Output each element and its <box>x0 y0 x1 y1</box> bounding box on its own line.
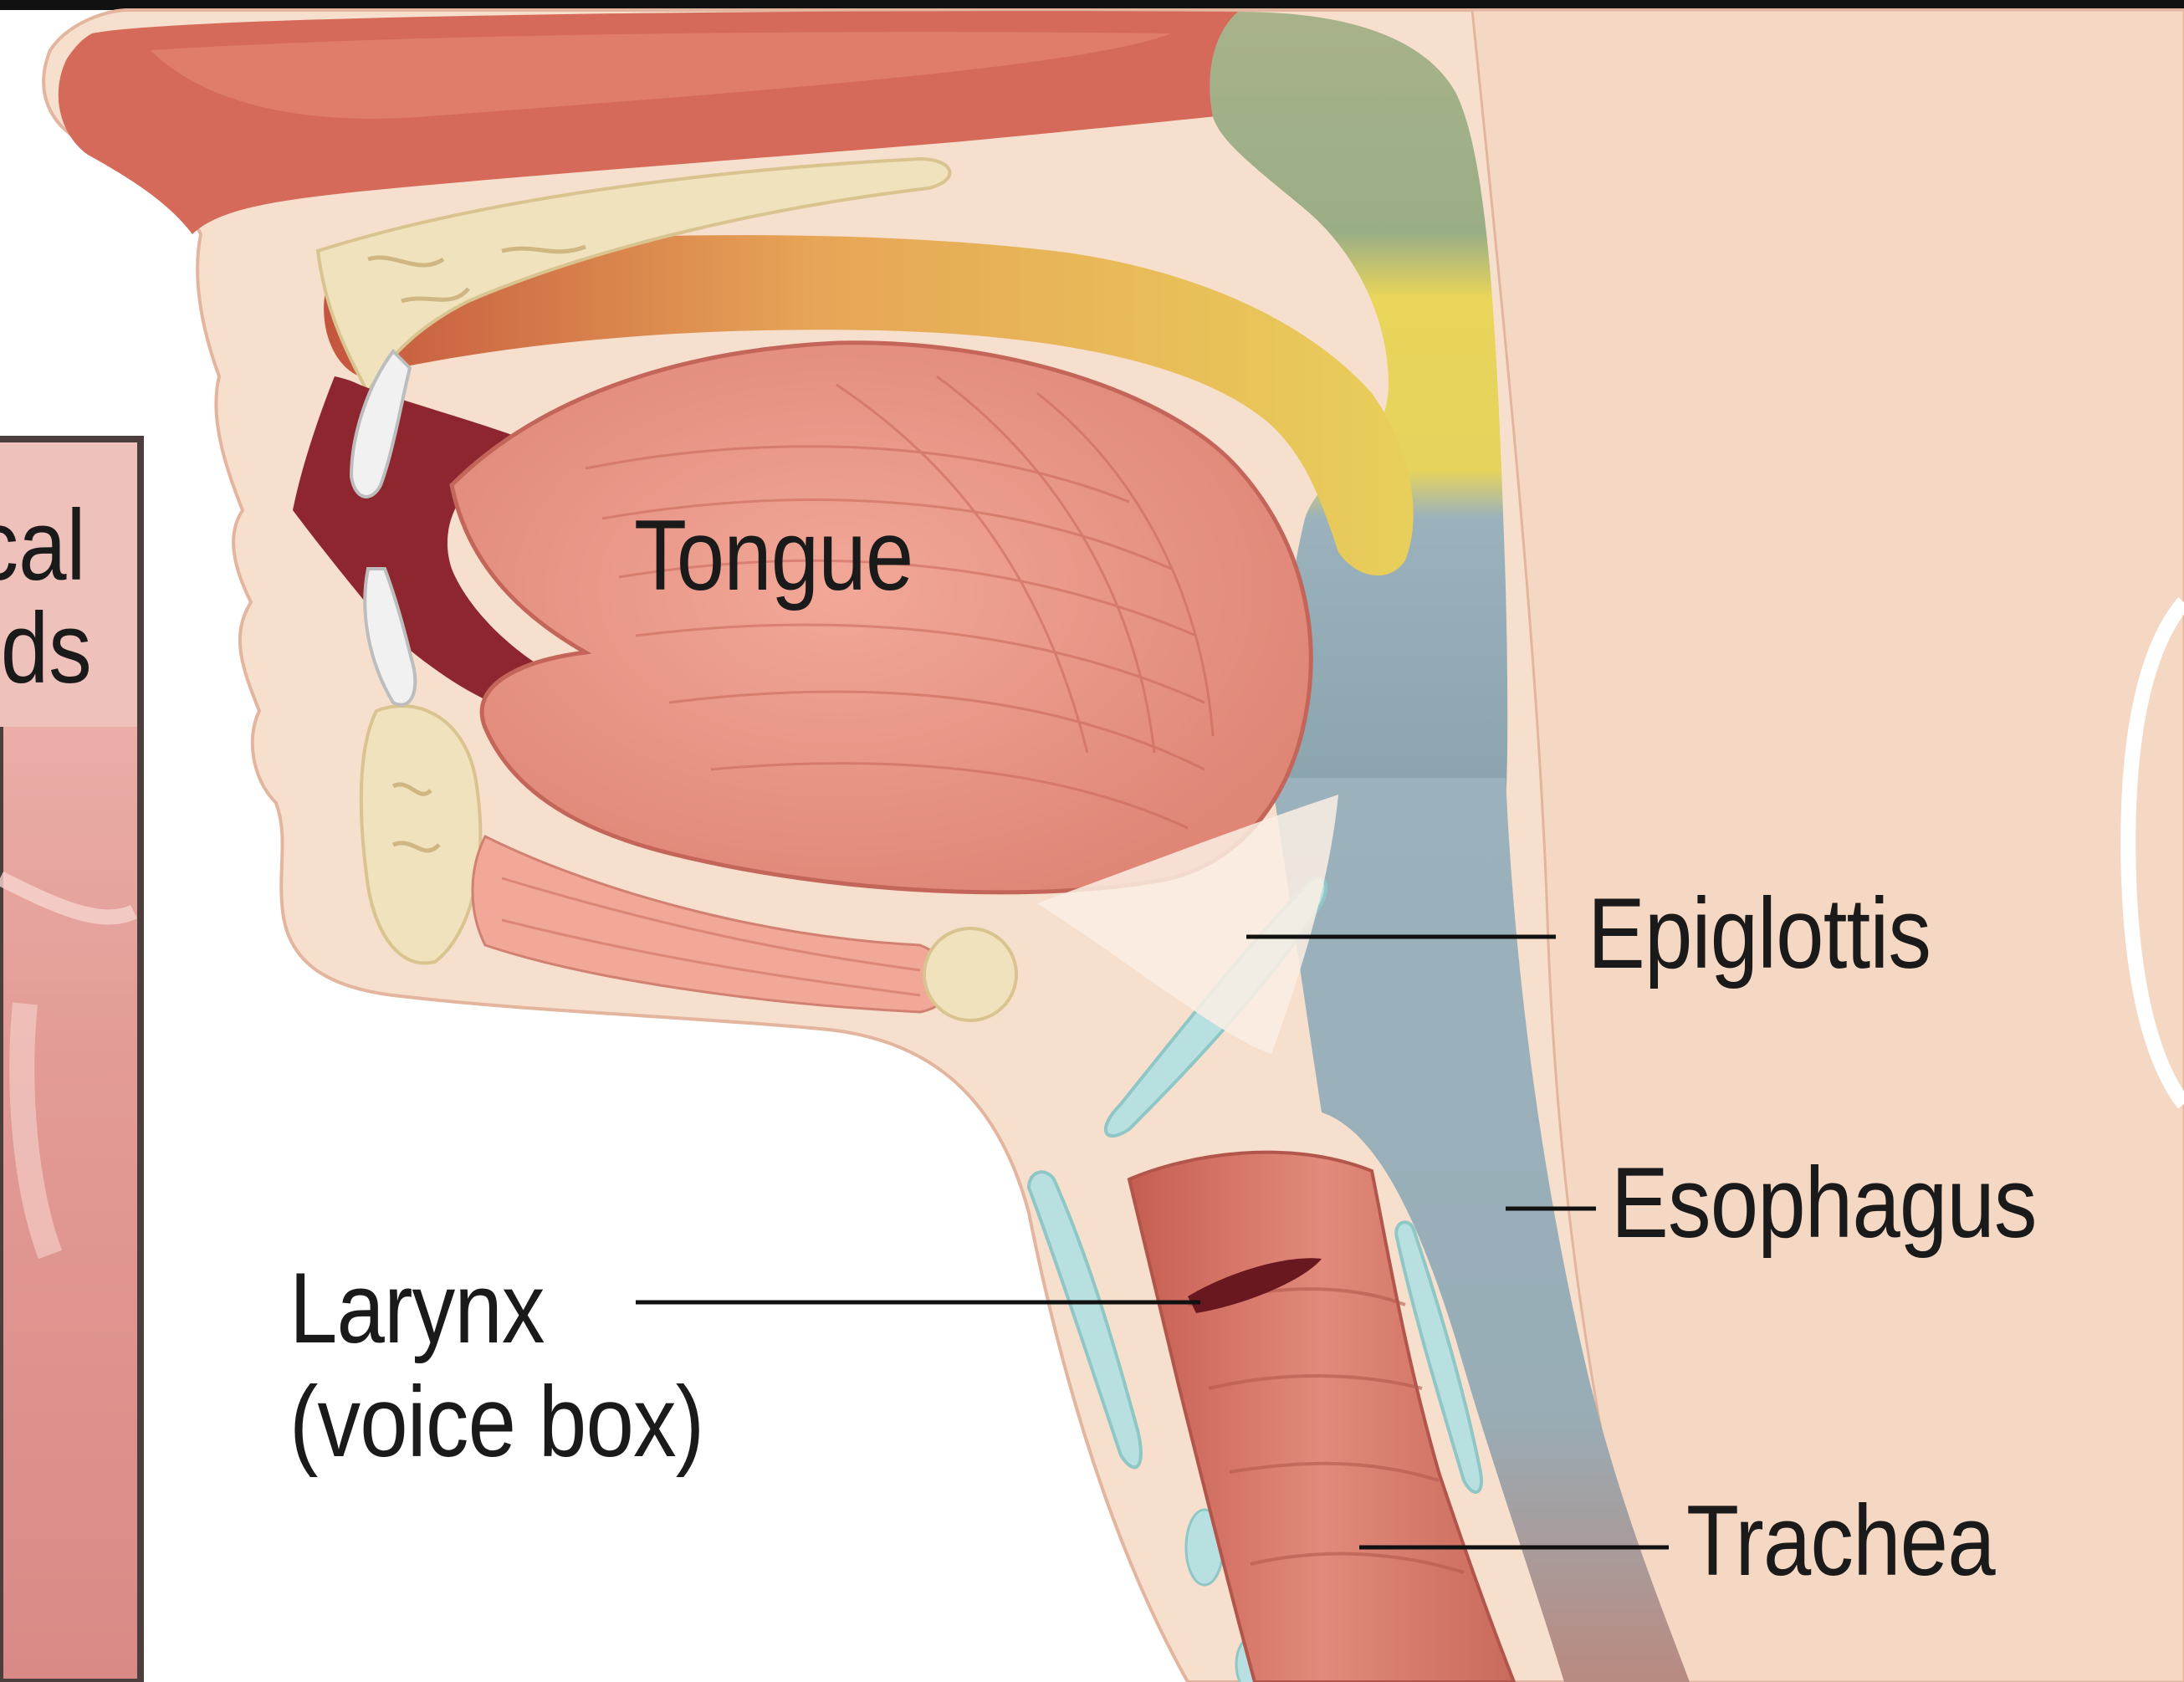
inset-label-line2: ds <box>1 601 92 697</box>
label-esophagus: Esophagus <box>1611 1153 2037 1253</box>
label-larynx: Larynx <box>289 1258 545 1358</box>
hyoid-bone <box>924 928 1016 1020</box>
label-trachea: Trachea <box>1686 1490 1995 1591</box>
tongue <box>452 343 1311 892</box>
label-voice-box: (voice box) <box>289 1372 703 1472</box>
inset-label-line1: cal <box>0 498 85 594</box>
label-epiglottis: Epiglottis <box>1588 883 1931 984</box>
label-tongue: Tongue <box>634 505 913 606</box>
mandible-bone <box>361 706 481 964</box>
